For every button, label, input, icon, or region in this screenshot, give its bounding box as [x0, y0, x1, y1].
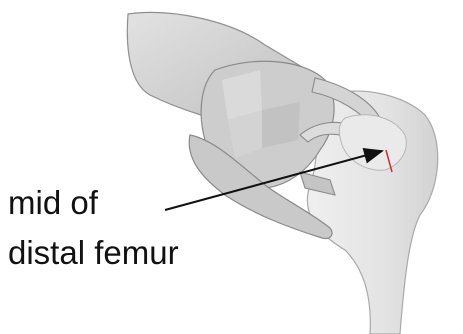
annotation-label-line-1: mid of: [8, 186, 98, 219]
annotation-label-line-2: distal femur: [8, 236, 179, 269]
